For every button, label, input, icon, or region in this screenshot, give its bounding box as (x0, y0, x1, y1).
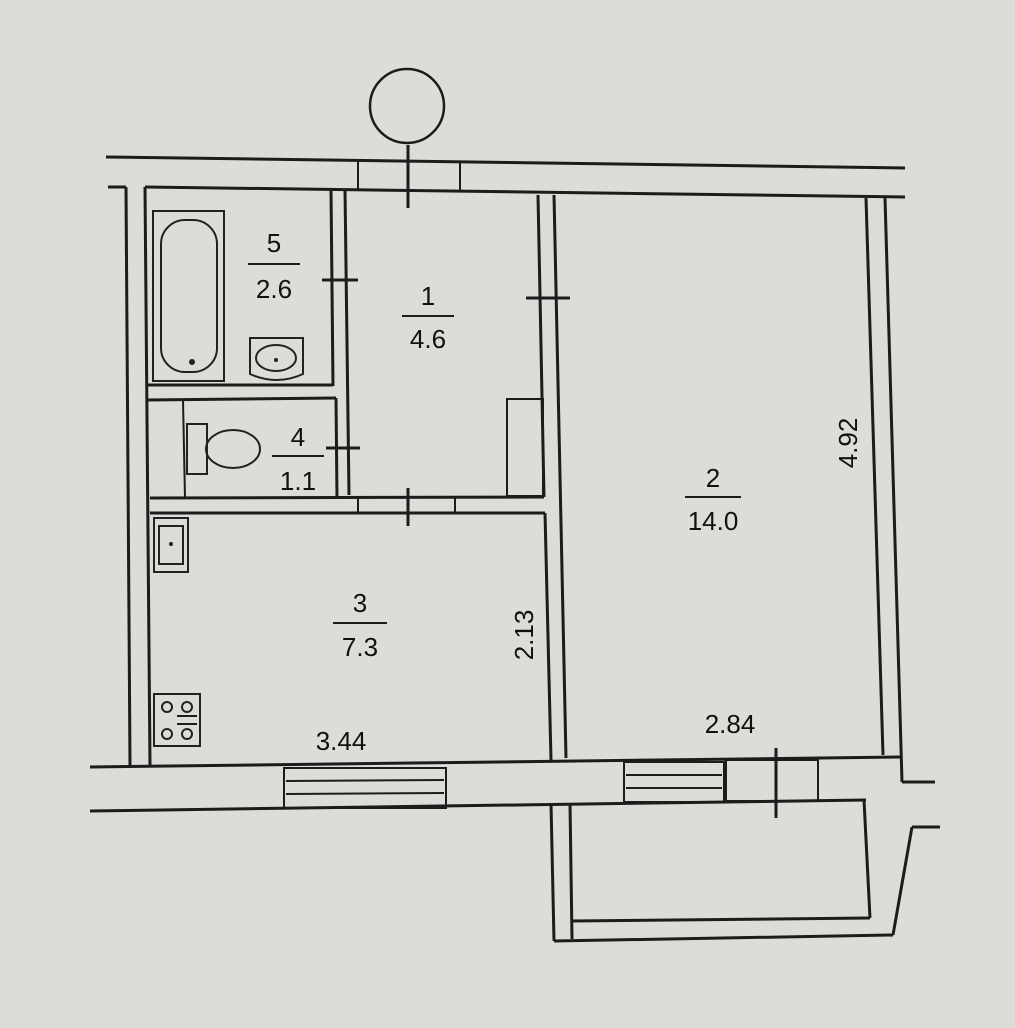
stove-icon (153, 693, 201, 747)
room-label-5: 5 2.6 (248, 228, 300, 304)
room-area: 4.6 (410, 324, 446, 354)
dimension-room3-width: 3.44 (316, 726, 367, 756)
balcony (549, 799, 940, 943)
room-label-2: 2 14.0 (685, 463, 741, 536)
kitchen-sink-icon (153, 517, 189, 573)
bathtub-icon (152, 210, 225, 382)
sink-icon (249, 337, 304, 381)
room-number: 2 (706, 463, 720, 493)
toilet-icon (186, 423, 261, 475)
windows (283, 748, 819, 818)
dimension-room2-width: 2.84 (705, 709, 756, 739)
room-label-1: 1 4.6 (402, 281, 454, 354)
room-number: 1 (421, 281, 435, 311)
dimension-room2-height: 4.92 (833, 418, 863, 469)
north-marker-icon (368, 67, 446, 145)
room-area: 2.6 (256, 274, 292, 304)
room-number: 5 (267, 228, 281, 258)
door-markers (322, 145, 570, 526)
room-number: 3 (353, 588, 367, 618)
room-area: 14.0 (688, 506, 739, 536)
partitions (147, 189, 568, 761)
dimension-room3-height: 2.13 (509, 610, 539, 661)
room-label-4: 4 1.1 (272, 422, 324, 496)
room-area: 1.1 (280, 466, 316, 496)
room-label-3: 3 7.3 (333, 588, 387, 662)
outer-walls (89, 155, 935, 813)
room-number: 4 (291, 422, 305, 452)
room-area: 7.3 (342, 632, 378, 662)
